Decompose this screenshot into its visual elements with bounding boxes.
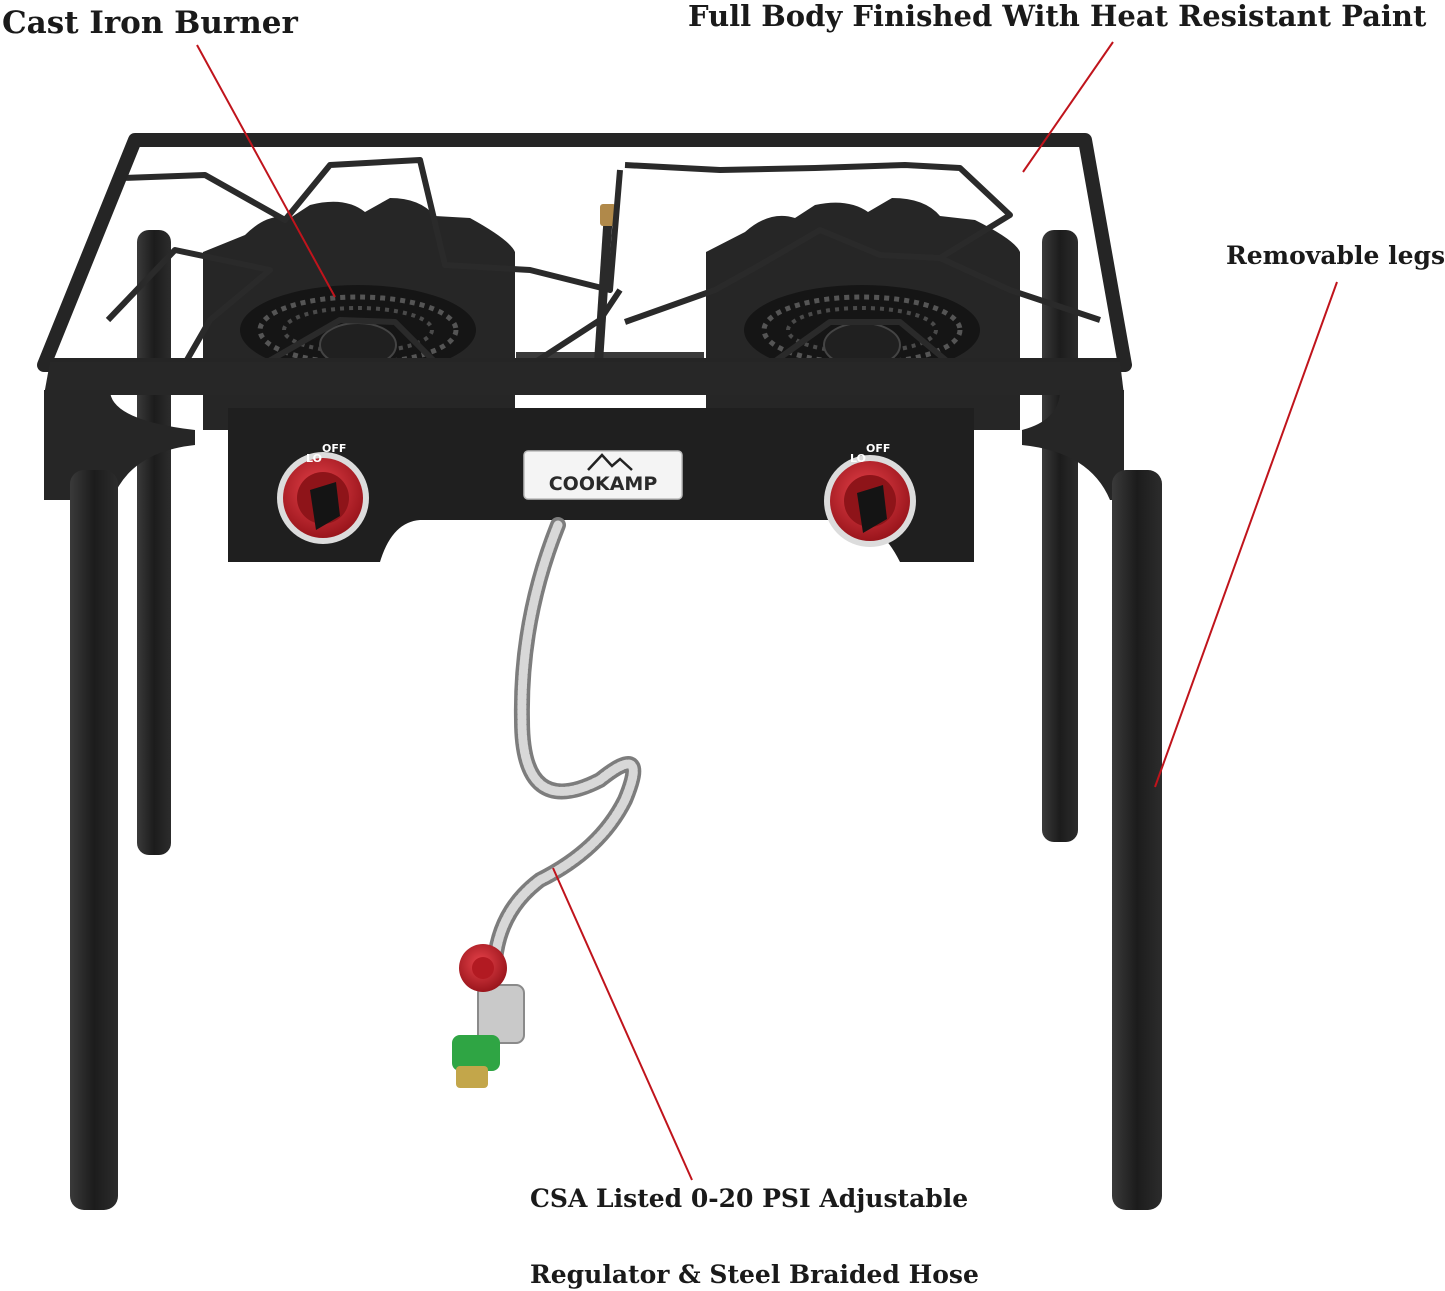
control-panel — [228, 408, 974, 562]
tank-connector-green — [452, 1035, 500, 1088]
callout-regulator-line-1: CSA Listed 0-20 PSI Adjustable — [530, 1184, 969, 1213]
callout-cast-iron-burner: Cast Iron Burner — [2, 5, 298, 41]
callout-lines — [196, 41, 1338, 1181]
knob-right[interactable] — [824, 455, 916, 547]
knob-left[interactable] — [277, 452, 369, 544]
knob-left-off-label: OFF — [322, 442, 346, 455]
steel-braided-hose — [487, 517, 642, 968]
callout-line-regulator — [552, 867, 693, 1181]
knob-right-lo-label: LO — [850, 452, 866, 465]
top-frame — [37, 133, 1132, 395]
callout-line-burner — [196, 44, 336, 298]
callout-line-legs — [1154, 281, 1338, 788]
knob-left-lo-label: LO — [306, 452, 322, 465]
cast-iron-burner-right — [744, 285, 980, 375]
pot-supports — [105, 157, 1101, 375]
front-legs — [44, 390, 1162, 1210]
regulator — [459, 944, 525, 1044]
knob-right-off-label: OFF — [866, 442, 890, 455]
brand-logo: COOKAMP — [549, 473, 658, 495]
callout-regulator-line-2: Regulator & Steel Braided Hose — [530, 1260, 979, 1289]
callout-heat-resistant-paint: Full Body Finished With Heat Resistant P… — [688, 0, 1427, 33]
cast-iron-burner-left — [240, 285, 476, 375]
callout-line-paint — [1022, 41, 1114, 173]
callout-removable-legs: Removable legs — [1226, 241, 1445, 270]
